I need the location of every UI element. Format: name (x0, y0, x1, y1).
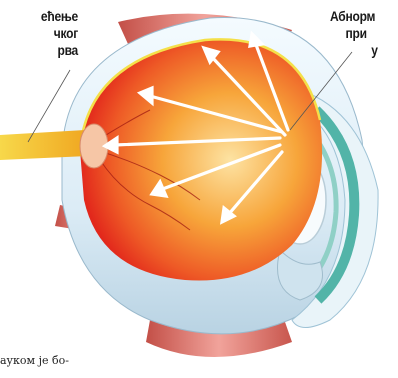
pressure-label: Абнорм при у (330, 8, 398, 59)
pressure-label-line-1: Абнорм (330, 8, 398, 25)
body-text-fragment: ауком је бо- (0, 354, 90, 367)
optic-nerve-label-line-2: чког (11, 25, 78, 42)
optic-nerve-label-line-1: ећење (11, 8, 78, 25)
pressure-label-line-2: при (330, 25, 398, 42)
pressure-label-line-3: у (330, 42, 398, 59)
optic-nerve-label-line-3: рва (11, 42, 78, 59)
optic-nerve (0, 130, 88, 160)
optic-nerve-label: ећење чког рва (11, 8, 78, 59)
